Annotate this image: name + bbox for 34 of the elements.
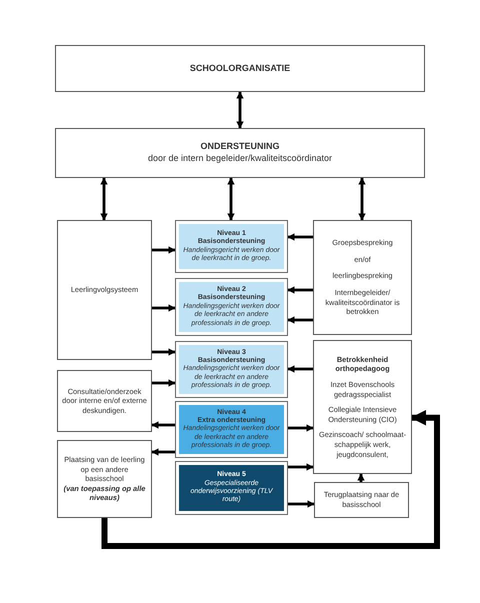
arrow [288,500,315,508]
arrow [287,316,313,324]
arrow [100,177,108,221]
arrow [358,177,366,221]
arrow [357,473,365,482]
text-box [313,340,412,474]
arrow [287,365,313,373]
level-box [175,278,288,336]
text-box [313,220,412,335]
arrow [152,304,176,312]
text-box [55,45,425,92]
arrow [227,177,235,221]
arrow [152,379,176,387]
text-box [57,440,152,518]
text-box [314,482,409,518]
text-box [57,370,152,432]
level-box [175,220,288,273]
level-box [175,461,288,515]
box-heading: ONDERSTEUNING [199,141,280,153]
box-text: door de intern begeleider/kwaliteitscoördinator [146,153,334,165]
text-box [55,128,425,178]
arrow [151,421,175,429]
arrow [152,246,176,254]
arrow [288,463,314,471]
arrow [236,91,244,129]
arrow [287,233,313,241]
arrow [288,424,314,432]
text-box [57,220,152,360]
level-box [175,341,288,398]
box-heading: SCHOOLORGANISATIE [188,62,292,74]
arrow [152,348,176,356]
arrow [151,448,175,456]
level-box [175,401,288,458]
arrow [287,286,313,294]
